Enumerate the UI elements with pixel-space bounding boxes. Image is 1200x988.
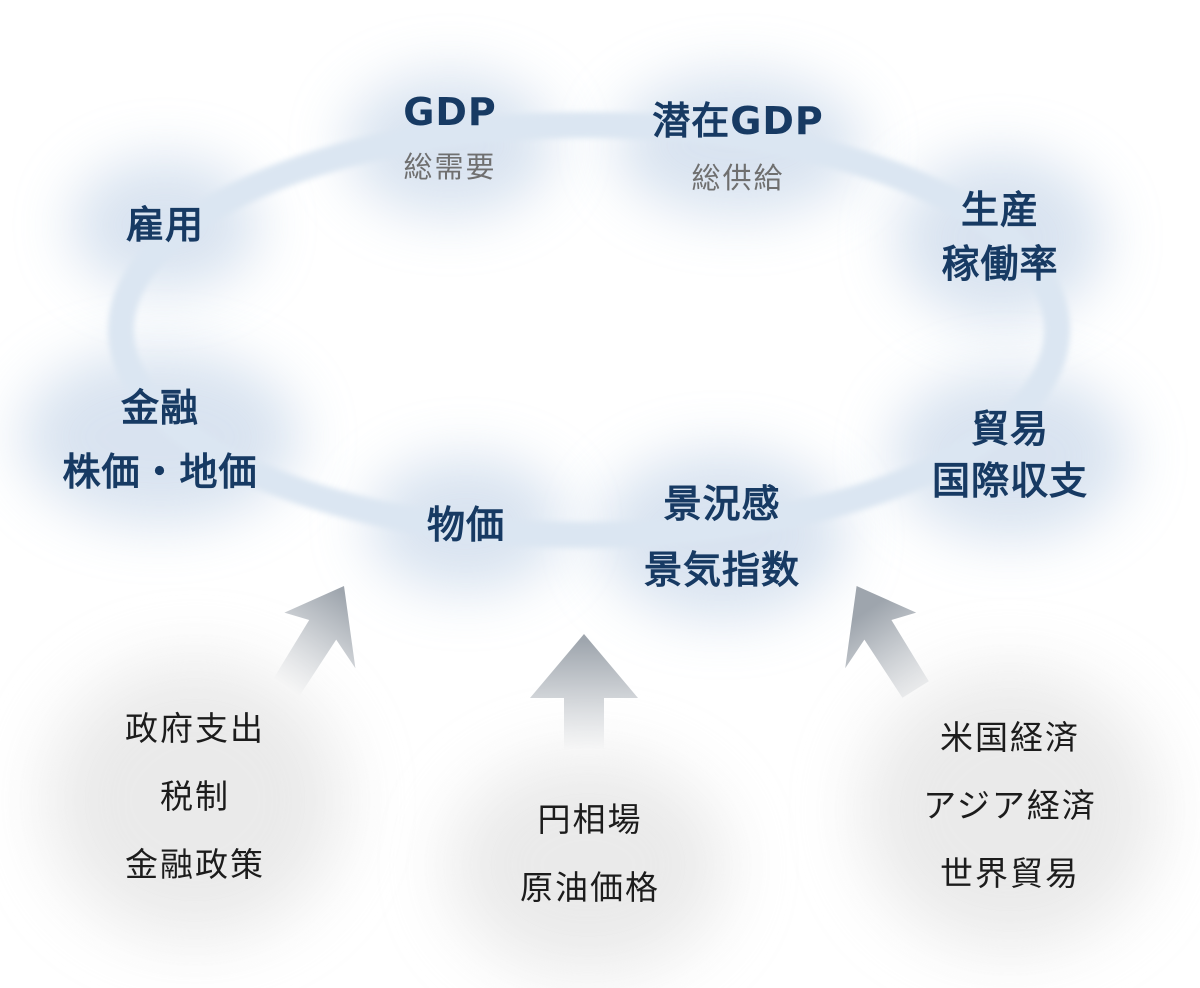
gdp-subtitle: 総需要 <box>403 150 497 184</box>
production-line1: 生産 <box>960 188 1039 232</box>
policy-line2: 税制 <box>160 777 230 816</box>
global-shadow <box>860 670 1160 950</box>
trade-line1: 貿易 <box>970 407 1049 451</box>
market-shadow <box>448 755 728 975</box>
finance-glow <box>20 349 300 525</box>
arrow-right <box>845 586 929 698</box>
cycle-ring <box>108 112 1070 548</box>
policy-shadow <box>45 660 345 940</box>
sentiment-line2: 景気指数 <box>643 548 800 592</box>
trade-line2: 国際収支 <box>931 459 1088 503</box>
global-line2: アジア経済 <box>923 786 1097 825</box>
potential-gdp-title: 潜在GDP <box>652 99 824 143</box>
trade-glow <box>890 370 1130 540</box>
policy-line1: 政府支出 <box>125 709 265 748</box>
factor-shadows <box>45 660 1160 975</box>
factor-global: 米国経済 アジア経済 世界貿易 <box>880 704 1140 908</box>
production-line2: 稼働率 <box>941 242 1059 286</box>
node-prices: 物価 <box>376 500 556 550</box>
arrow-left <box>271 586 356 698</box>
node-trade: 貿易 国際収支 <box>890 403 1130 507</box>
node-gdp: GDP 総需要 <box>350 90 550 186</box>
market-line1: 円相場 <box>537 800 643 839</box>
node-finance: 金融 株価・地価 <box>20 376 300 504</box>
global-line3: 世界貿易 <box>940 854 1080 893</box>
influence-arrows <box>271 586 929 750</box>
employment-glow <box>70 157 260 293</box>
arrow-middle <box>530 634 638 750</box>
sentiment-line1: 景況感 <box>663 482 781 526</box>
node-production: 生産 稼働率 <box>900 183 1100 291</box>
gdp-title: GDP <box>403 90 497 134</box>
employment-label: 雇用 <box>125 203 204 247</box>
potential-gdp-subtitle: 総供給 <box>691 161 785 195</box>
node-potential-gdp: 潜在GDP 総供給 <box>618 90 858 197</box>
finance-line2: 株価・地価 <box>62 450 258 494</box>
factor-policy: 政府支出 税制 金融政策 <box>85 695 305 899</box>
finance-line1: 金融 <box>120 386 199 430</box>
factor-market: 円相場 原油価格 <box>480 786 700 922</box>
node-employment: 雇用 <box>85 200 245 250</box>
global-line1: 米国経済 <box>940 718 1080 757</box>
market-line2: 原油価格 <box>520 868 660 907</box>
prices-label: 物価 <box>426 503 505 547</box>
node-sentiment: 景況感 景気指数 <box>602 471 842 603</box>
policy-line3: 金融政策 <box>125 845 265 884</box>
